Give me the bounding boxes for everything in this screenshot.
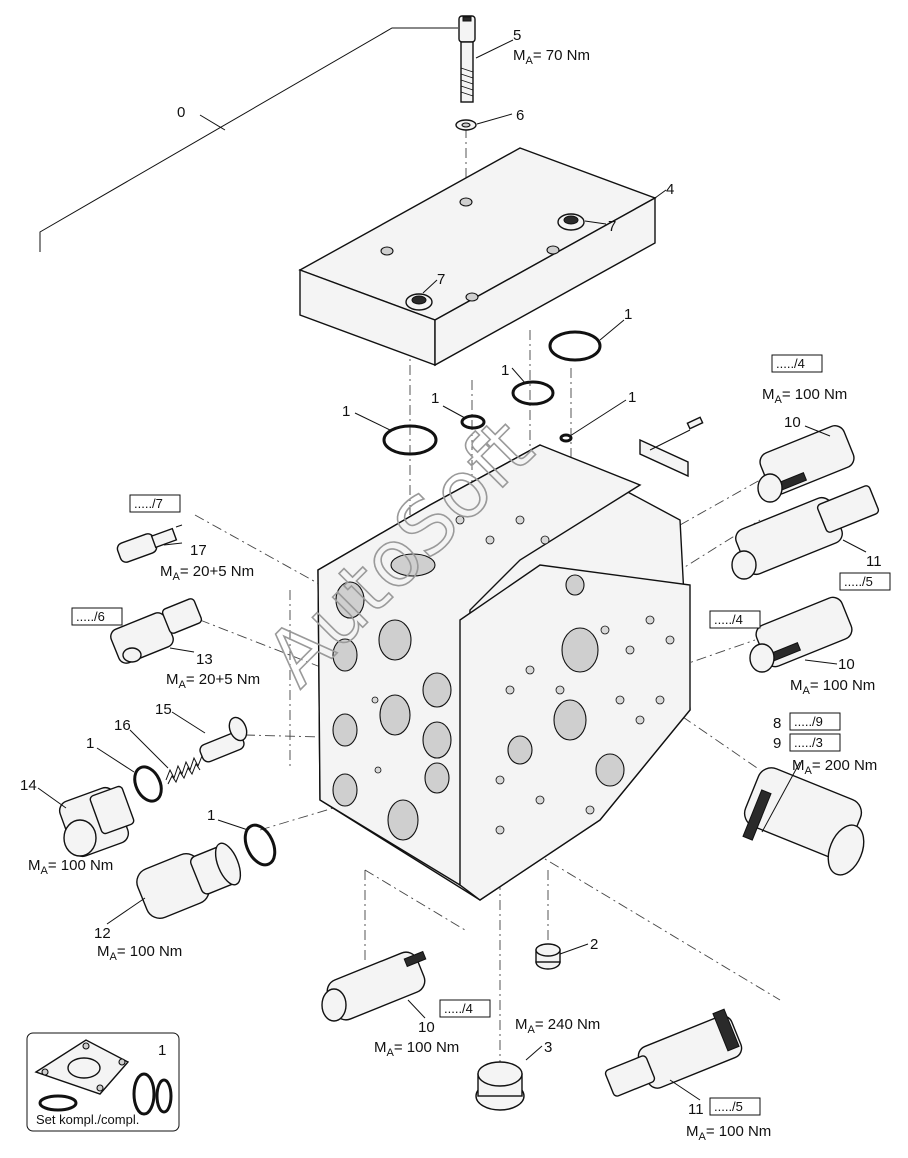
valve-part-17 (116, 524, 183, 563)
callout-numbers: 0 5 6 4 7 7 1 1 1 1 1 10 11 10 8 9 17 13… (20, 27, 882, 1118)
leader-lines (37, 39, 867, 1101)
cap-screw-part-5 (458, 15, 476, 103)
o-rings-top (382, 330, 602, 456)
callout-7b: 7 (437, 271, 445, 288)
torque-12: MA= 100 Nm (97, 943, 182, 963)
ref-11b: ...../5 (714, 1099, 743, 1114)
valve-part-11-lower (604, 1008, 743, 1097)
callout-10a: 10 (784, 414, 801, 431)
ref-10a: ...../4 (776, 356, 805, 371)
callout-1b: 1 (501, 362, 509, 379)
valve-part-8-9 (742, 767, 865, 876)
ref-10b: ...../4 (714, 612, 743, 627)
washer-part-6 (455, 119, 477, 131)
callout-8: 8 (773, 715, 781, 732)
callout-16: 16 (114, 717, 131, 734)
valve-part-13 (110, 598, 203, 664)
callout-0: 0 (177, 104, 185, 121)
plug-part-3 (475, 1061, 525, 1111)
torque-14: MA= 100 Nm (28, 857, 113, 877)
ref-8: ...../9 (794, 714, 823, 729)
kit-caption: Set kompl./compl. (36, 1112, 139, 1127)
torque-8-9: MA= 200 Nm (792, 757, 877, 777)
callout-10c: 10 (418, 1019, 435, 1036)
callout-2: 2 (590, 936, 598, 953)
callout-1e: 1 (628, 389, 636, 406)
poppet-part-15 (199, 716, 248, 763)
callout-4: 4 (666, 181, 674, 198)
seal-kit-box: 1 Set kompl./compl. (26, 1032, 180, 1132)
valve-part-10-upper (757, 425, 855, 503)
plug-part-14 (58, 785, 135, 858)
torque-10b: MA= 100 Nm (790, 677, 875, 697)
torque-5: MA= 70 Nm (513, 47, 590, 67)
ref-9: ...../3 (794, 735, 823, 750)
spring-part-16 (165, 755, 203, 785)
cover-plate-part-4 (298, 147, 657, 367)
callout-9: 9 (773, 735, 781, 752)
callout-1c: 1 (342, 403, 350, 420)
callout-15: 15 (155, 701, 172, 718)
plug-part-2 (535, 943, 561, 970)
torque-10c: MA= 100 Nm (374, 1039, 459, 1059)
callout-5: 5 (513, 27, 521, 44)
callout-6: 6 (516, 107, 524, 124)
ref-10c: ...../4 (444, 1001, 473, 1016)
ref-11a: ...../5 (844, 574, 873, 589)
callout-1f: 1 (86, 735, 94, 752)
callout-1d: 1 (431, 390, 439, 407)
valve-part-10-lower (321, 950, 427, 1022)
ref-13: ...../6 (76, 609, 105, 624)
callout-17: 17 (190, 542, 207, 559)
callout-12: 12 (94, 925, 111, 942)
valve-block-body (317, 444, 691, 901)
o-rings-left (133, 765, 277, 867)
callout-14: 14 (20, 777, 37, 794)
mounting-tab (639, 416, 704, 478)
callout-11b: 11 (688, 1101, 704, 1118)
block-ports (332, 553, 625, 841)
callout-13: 13 (196, 651, 213, 668)
valve-part-10-middle (749, 596, 853, 673)
callout-11a: 11 (866, 553, 882, 570)
valve-part-11-upper (731, 485, 880, 580)
torque-13: MA= 20+5 Nm (166, 671, 260, 691)
torque-10a: MA= 100 Nm (762, 386, 847, 406)
torque-3: MA= 240 Nm (515, 1016, 600, 1036)
callout-3: 3 (544, 1039, 552, 1056)
relief-valve-part-12 (136, 842, 242, 919)
ref-17: ...../7 (134, 496, 163, 511)
torque-17: MA= 20+5 Nm (160, 563, 254, 583)
assembly-bracket (39, 27, 458, 252)
reference-boxes: ...../4 ...../7 ...../6 ...../5 ...../4 … (71, 354, 891, 1116)
callout-10b: 10 (838, 656, 855, 673)
torque-11b: MA= 100 Nm (686, 1123, 771, 1143)
torque-labels: MA= 70 Nm MA= 100 Nm MA= 20+5 Nm MA= 20+… (28, 47, 877, 1143)
callout-7a: 7 (608, 218, 616, 235)
kit-number: 1 (158, 1042, 166, 1059)
callout-1a: 1 (624, 306, 632, 323)
callout-1g: 1 (207, 807, 215, 824)
